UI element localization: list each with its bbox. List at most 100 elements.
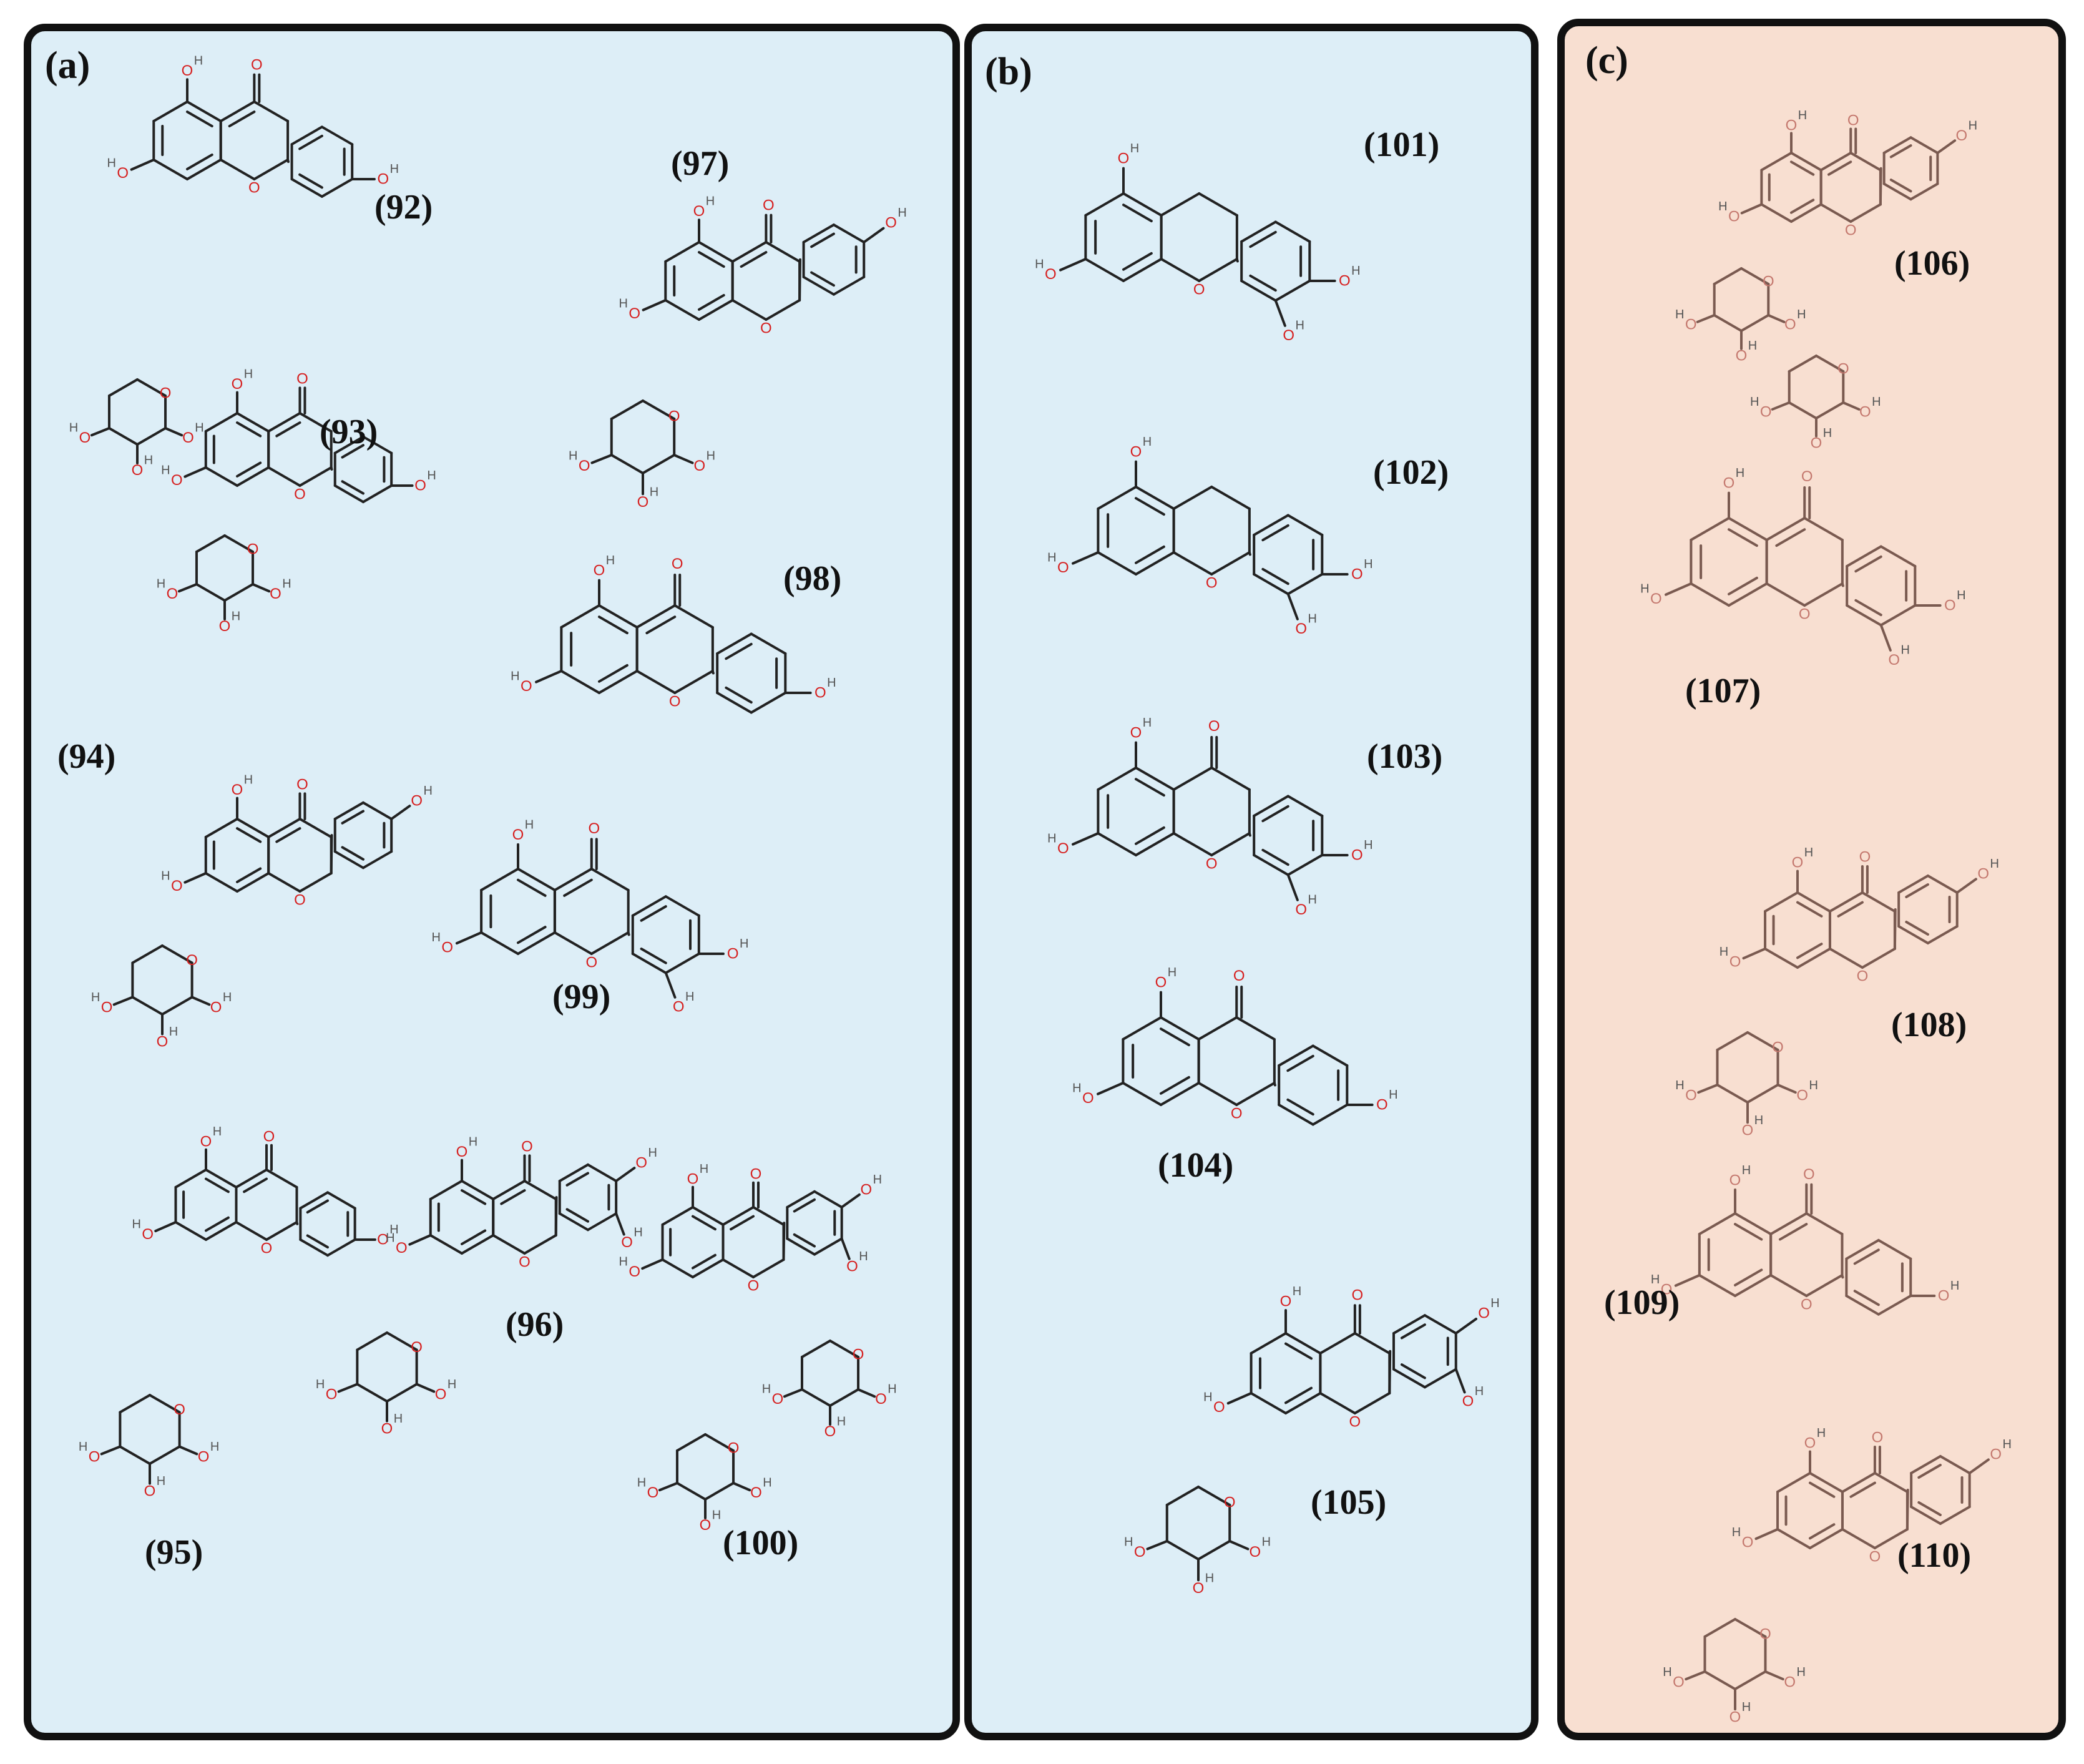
oxygen-atom-label: O [1233,968,1245,984]
oxygen-atom-label: O [1193,282,1205,298]
bond [341,810,364,825]
bond [1454,1368,1466,1394]
hydrogen-atom-label: H [1804,846,1813,860]
bond [152,100,188,122]
bond [782,1222,786,1261]
bond [1210,767,1251,791]
bond [415,1383,436,1393]
bond [1392,1368,1426,1389]
bond [90,427,110,437]
bond [190,996,211,1006]
bond [832,223,866,243]
bond [299,1238,329,1257]
bond [1135,832,1175,856]
bond [783,1388,803,1398]
bond [1674,1274,1701,1287]
bond [1286,1098,1314,1116]
bond [664,241,700,263]
bond [1160,1016,1200,1041]
bond [1879,624,1892,652]
bond [698,293,725,311]
bond [204,872,238,893]
oxygen-atom-label: O [1944,597,1956,614]
bond [1796,901,1823,918]
bond [1172,832,1213,856]
bond [664,299,700,321]
bond [1837,901,1864,918]
bond [786,1190,816,1208]
bond [1353,1392,1391,1414]
oxygen-atom-label: O [1283,327,1294,344]
bond [253,159,290,180]
compound-label-99: (99) [552,978,611,1016]
bond [1284,1386,1313,1404]
bond [640,948,667,964]
compound-label-106: (106) [1894,244,1970,283]
bond [186,110,213,128]
bond [183,466,207,478]
bond [1097,832,1137,856]
compound-label-97: (97) [671,144,730,183]
bond [408,1234,432,1246]
bond [1197,1082,1238,1106]
bond [236,461,262,478]
bond [130,159,155,171]
hydrogen-atom-label: H [244,773,253,787]
oxygen-atom-label: O [1193,1580,1205,1597]
hydrogen-atom-label: H [157,577,165,591]
bond [1764,948,1799,969]
bond [598,664,629,683]
oxygen-atom-label: O [89,1449,100,1466]
hydrogen-atom-label: H [1364,838,1372,852]
oxygen-atom-label: O [687,1171,699,1188]
bond [635,604,677,629]
bond [112,996,134,1006]
oxygen-atom-label: O [1155,974,1167,991]
bond [810,232,835,248]
bond [1353,1332,1391,1355]
compound-label-94: (94) [57,737,116,776]
hydrogen-atom-label: H [316,1378,325,1391]
bond [1165,1540,1200,1561]
hydrogen-atom-label: H [1950,1279,1959,1293]
oxygen-atom-label: O [1462,1393,1474,1409]
bond [1936,139,1957,154]
bond [1776,1472,1811,1493]
oxygen-atom-label: O [247,541,259,558]
bond [298,466,333,487]
bond [664,971,677,999]
bond [1764,1670,1784,1681]
bond [492,1234,526,1255]
bond [333,484,364,504]
bond [1841,582,1844,587]
bond [1805,1212,1844,1235]
bond [802,223,835,243]
oxygen-atom-label: O [1811,435,1822,452]
bond [326,1238,356,1257]
bond [1690,517,1730,541]
bond [1909,182,1939,201]
bond [1926,875,1959,894]
hydrogen-atom-label: H [1296,319,1304,333]
bond [219,159,256,180]
bond [1097,767,1137,791]
hydrogen-atom-label: H [469,1135,477,1149]
bond [1172,551,1213,576]
bond [480,931,519,955]
compound-label-100: (100) [723,1524,799,1562]
bond [1769,1212,1808,1235]
oxygen-atom-label: O [1673,1673,1685,1690]
bond [320,125,354,146]
bond [1796,891,1831,913]
hydrogen-atom-label: H [210,1440,219,1454]
oxygen-atom-label: O [326,1386,338,1403]
hydrogen-atom-label: H [427,469,436,483]
bond [1854,555,1882,573]
bond [1097,551,1137,576]
hydrogen-atom-label: H [1640,582,1649,596]
bond [1939,1506,1971,1525]
bond [1097,486,1137,510]
bond [675,1482,707,1501]
